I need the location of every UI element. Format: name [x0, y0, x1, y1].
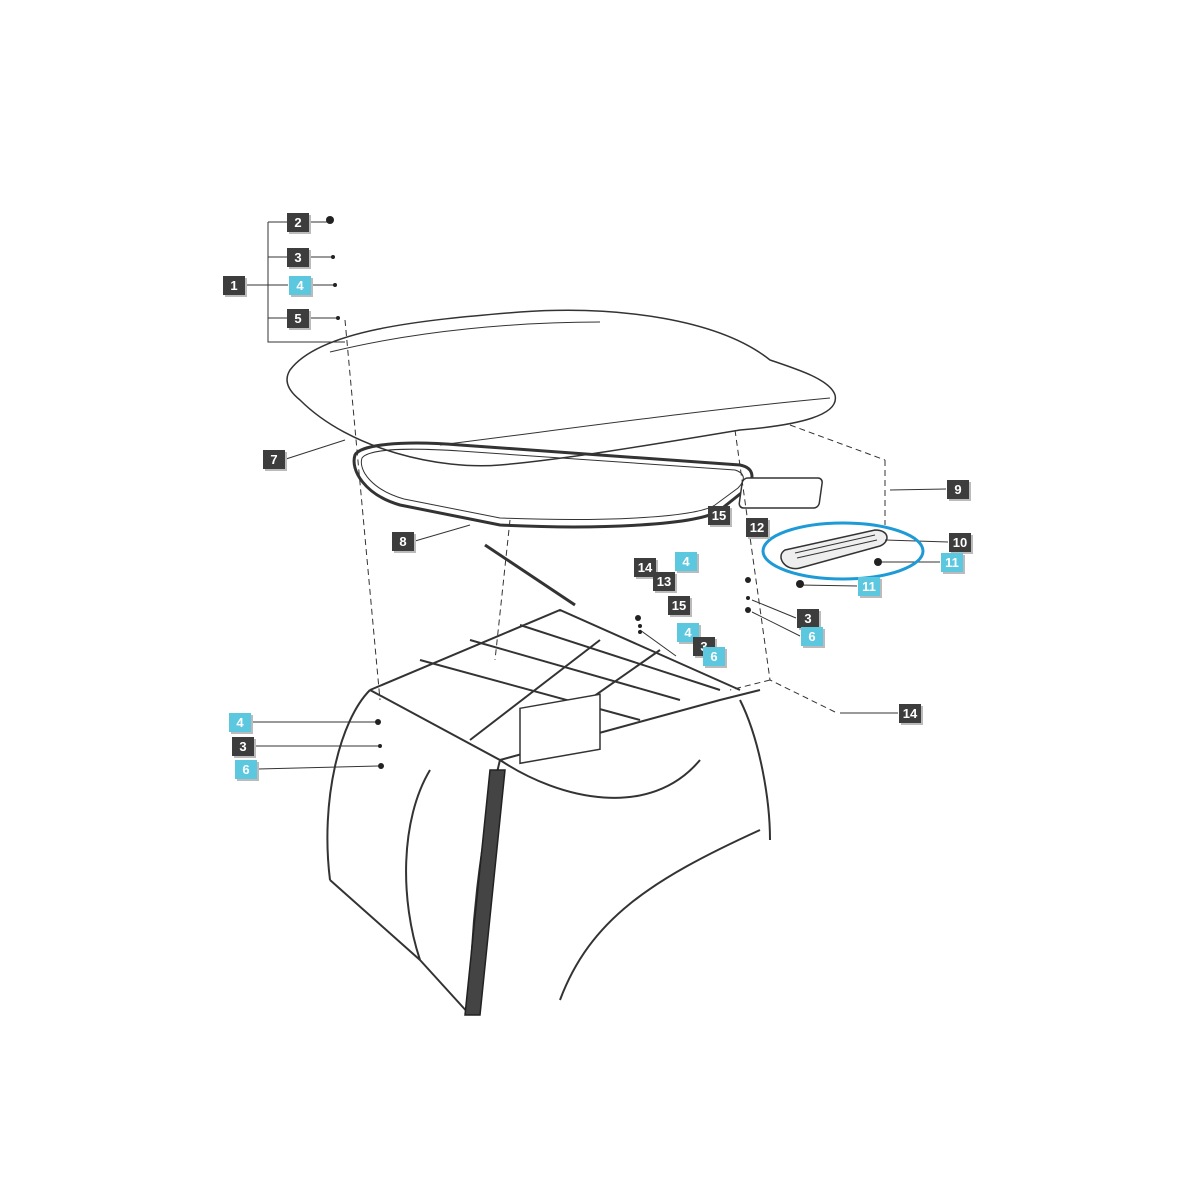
callout-3: 3 [232, 737, 254, 756]
callout-1: 1 [223, 276, 245, 295]
callout-12: 12 [746, 518, 768, 537]
callout-5: 5 [287, 309, 309, 328]
callout-7: 7 [263, 450, 285, 469]
vent-cover [738, 477, 823, 509]
callout-14: 14 [899, 704, 921, 723]
callout-11: 11 [858, 577, 880, 596]
callout-6: 6 [235, 760, 257, 779]
callout-4: 4 [289, 276, 311, 295]
callout-13: 13 [653, 572, 675, 591]
callout-9: 9 [947, 480, 969, 499]
callout-6: 6 [703, 647, 725, 666]
callout-8: 8 [392, 532, 414, 551]
callout-3: 3 [287, 248, 309, 267]
callout-15: 15 [668, 596, 690, 615]
callout-15: 15 [708, 506, 730, 525]
callout-2: 2 [287, 213, 309, 232]
highlight-ellipse [761, 521, 925, 581]
callout-6: 6 [801, 627, 823, 646]
callout-3: 3 [797, 609, 819, 628]
cab-frame [326, 608, 771, 1016]
callout-4: 4 [675, 552, 697, 571]
callout-11: 11 [941, 553, 963, 572]
callout-10: 10 [949, 533, 971, 552]
callout-14: 14 [634, 558, 656, 577]
roof-panel [286, 309, 837, 467]
callout-4: 4 [229, 713, 251, 732]
